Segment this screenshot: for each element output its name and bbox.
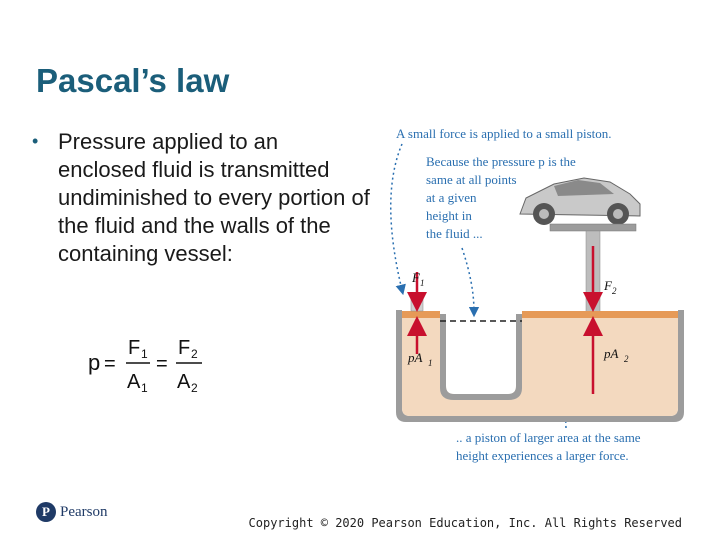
vessel-divider — [440, 314, 522, 400]
pressure-note-line-3: at a given — [426, 190, 477, 205]
pascal-formula: p = F 1 A 1 = F 2 A 2 — [88, 337, 202, 395]
label-pa1: pA — [407, 350, 423, 365]
formula-a1-letter: A — [127, 371, 141, 393]
car-platform — [549, 223, 637, 232]
pearson-logo-mark: P — [36, 502, 56, 522]
dotted-arrow-small-piston — [390, 143, 406, 296]
formula-eq-1: = — [104, 353, 116, 375]
small-piston — [402, 311, 440, 318]
formula-a1-sub: 1 — [141, 381, 148, 395]
formula-a2-sub: 2 — [191, 381, 198, 395]
copyright-notice: Copyright © 2020 Pearson Education, Inc.… — [248, 516, 682, 530]
formula-f2-letter: F — [178, 337, 190, 359]
slide-title: Pascal’s law — [36, 62, 230, 99]
formula-a2-letter: A — [177, 371, 191, 393]
formula-eq-2: = — [156, 353, 168, 375]
car-icon — [519, 177, 641, 225]
pearson-logo-text: Pearson — [60, 503, 108, 520]
caption-bottom-line-1: .. a piston of larger area at the same — [456, 430, 641, 445]
formula-f1-sub: 1 — [141, 347, 148, 361]
pressure-note-line-4: height in — [426, 208, 472, 223]
pressure-note: Because the pressure p is the same at al… — [426, 154, 576, 241]
caption-bottom-line-2: height experiences a larger force. — [456, 448, 629, 463]
formula-p: p — [88, 350, 100, 375]
caption-bottom: .. a piston of larger area at the same h… — [456, 430, 641, 463]
bullet-dot: • — [32, 131, 39, 151]
bullet-item: • Pressure applied to an enclosed fluid … — [32, 128, 372, 268]
label-f1-letter: F — [411, 270, 421, 285]
caption-top: A small force is applied to a small pist… — [396, 126, 612, 141]
large-piston — [522, 311, 678, 318]
label-f2-letter: F — [603, 278, 613, 293]
label-pa2-sub: 2 — [624, 354, 629, 364]
pressure-note-line-1: Because the pressure p is the — [426, 154, 576, 169]
hydraulic-press-diagram: A small force is applied to a small pist… — [390, 126, 684, 463]
dotted-arrow-fluid — [461, 247, 480, 318]
label-pa1-sub: 1 — [428, 358, 433, 368]
formula-f1-letter: F — [128, 337, 140, 359]
label-f2-sub: 2 — [612, 286, 617, 296]
label-f1-sub: 1 — [420, 278, 425, 288]
pearson-logo: P Pearson — [36, 502, 108, 522]
fluid — [402, 318, 678, 416]
formula-f2-sub: 2 — [191, 347, 198, 361]
label-pa2: pA — [603, 346, 619, 361]
bullet-text: Pressure applied to an enclosed fluid is… — [58, 129, 370, 266]
pressure-note-line-5: the fluid ... — [426, 226, 483, 241]
pressure-note-line-2: same at all points — [426, 172, 517, 187]
